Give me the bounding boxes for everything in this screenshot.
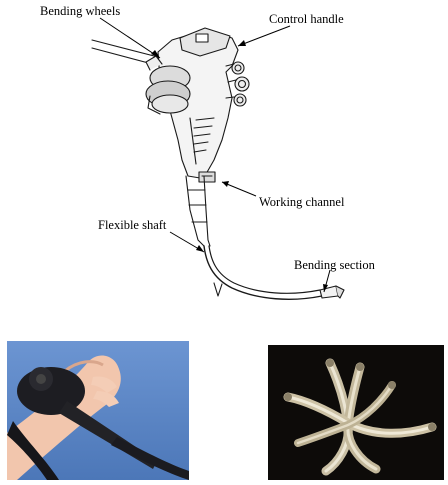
label-control-handle: Control handle (269, 12, 344, 26)
endoscope-drawing (0, 0, 448, 320)
label-working-channel: Working channel (259, 195, 344, 209)
label-bending-section: Bending section (294, 258, 375, 272)
photo-hand-holding-endoscope (7, 341, 189, 480)
label-bending-wheels: Bending wheels (40, 4, 120, 18)
label-flexible-shaft: Flexible shaft (98, 218, 166, 232)
photo-bending-section-tips (268, 345, 444, 480)
